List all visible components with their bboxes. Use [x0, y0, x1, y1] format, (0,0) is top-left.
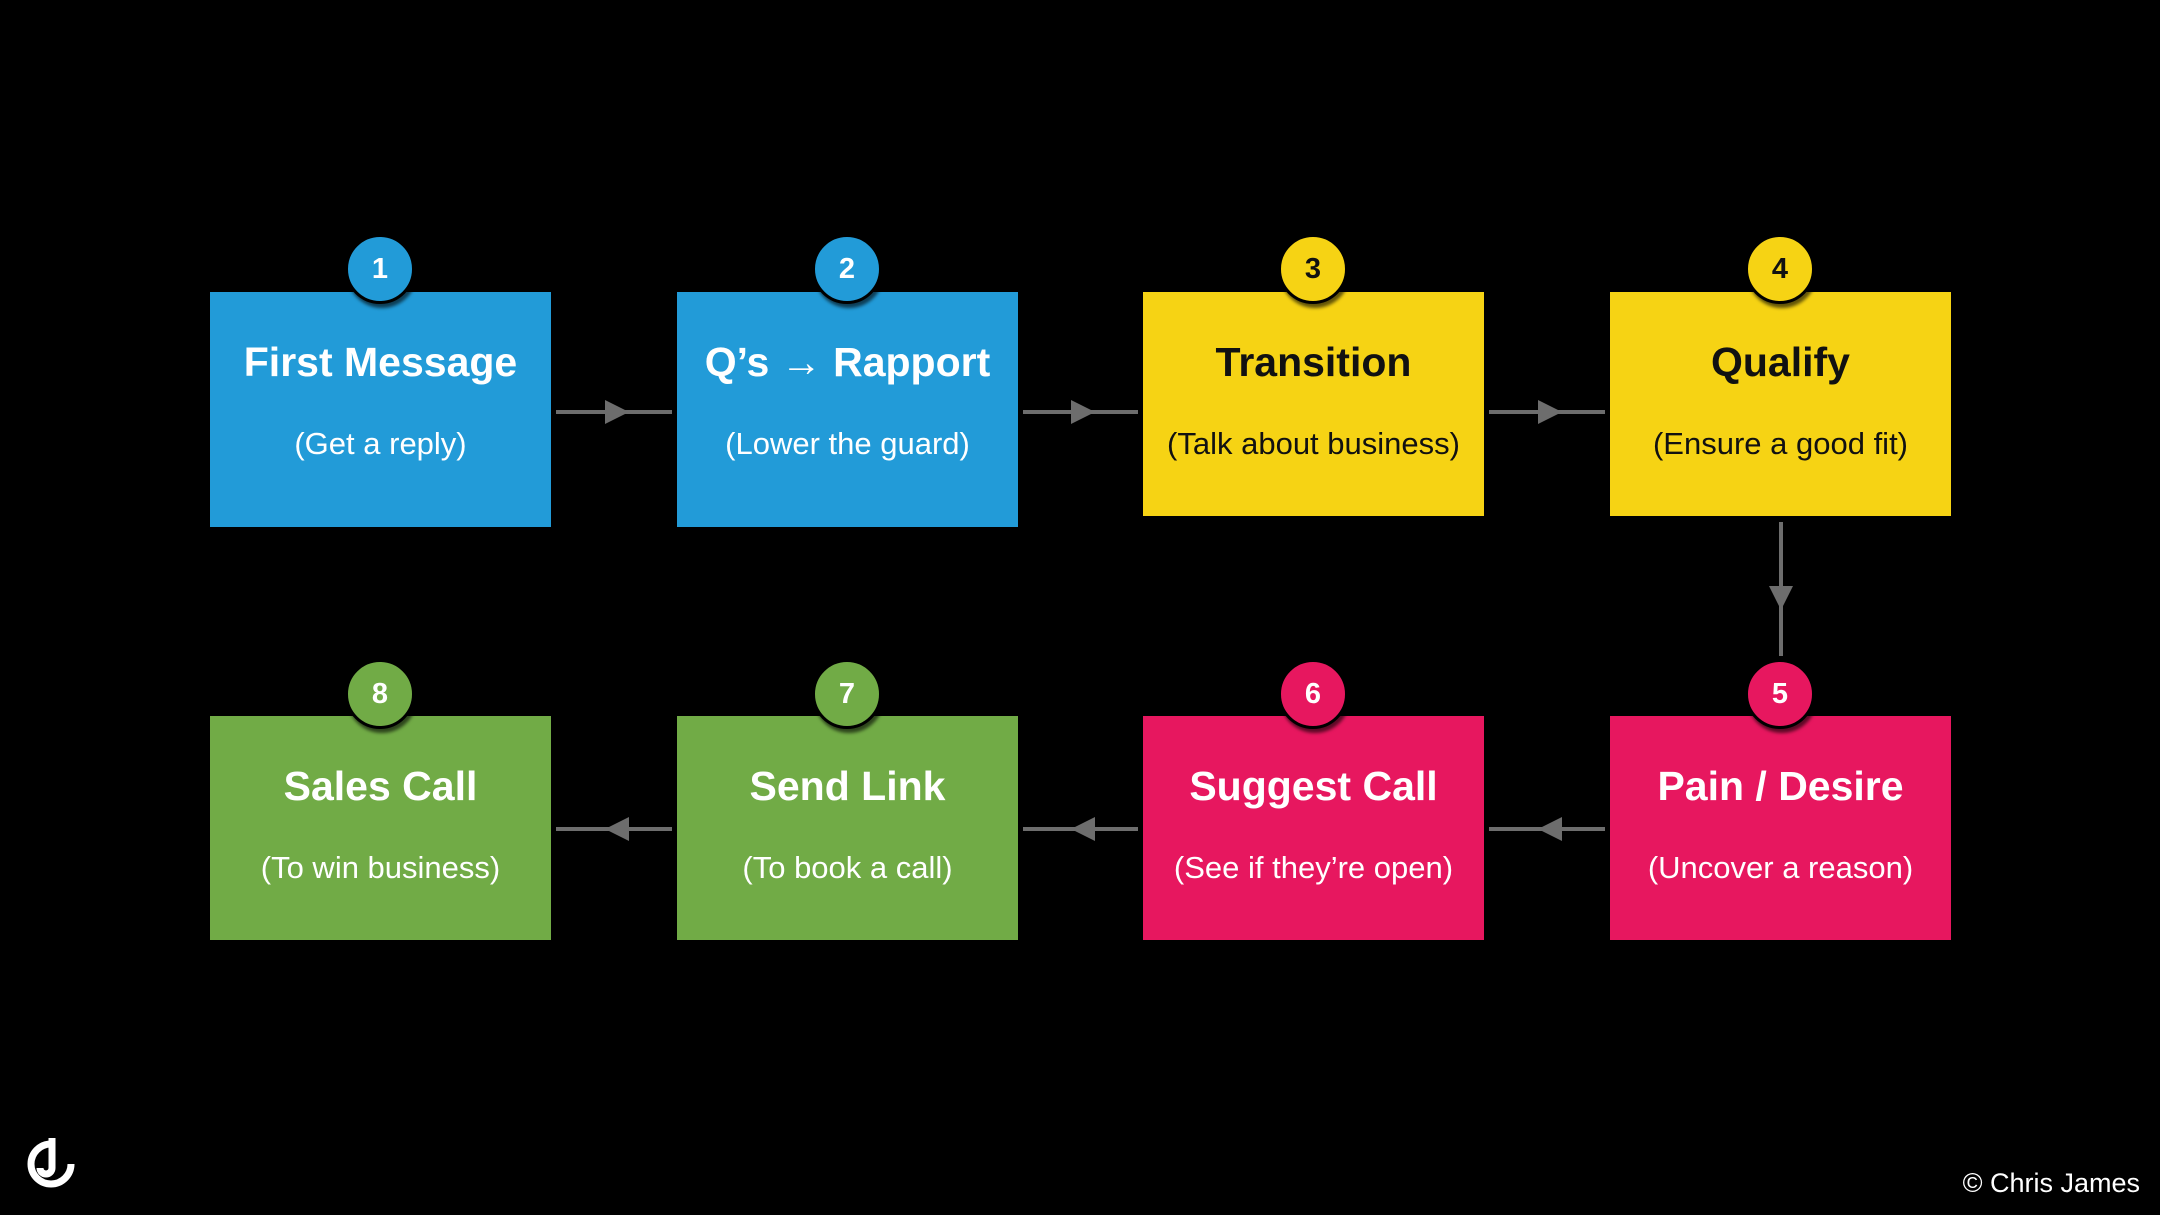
arrowhead-down-4 — [1769, 586, 1793, 610]
step-title: First Message — [243, 339, 518, 385]
step-subtitle: (To win business) — [260, 850, 501, 885]
step-title: Transition — [1215, 339, 1412, 385]
arrowhead-right-2 — [1071, 400, 1095, 424]
cj-logo-icon — [27, 1138, 75, 1188]
arrowhead-right-3 — [1538, 400, 1562, 424]
step-subtitle: (Lower the guard) — [725, 426, 970, 461]
step-badge-7: 7 — [812, 659, 882, 729]
step-card-8: Sales Call (To win business) — [210, 716, 551, 940]
step-subtitle: (Get a reply) — [294, 426, 467, 461]
step-title: Sales Call — [283, 763, 478, 809]
step-title: Q’s → Rapport — [704, 339, 991, 385]
step-badge-8: 8 — [345, 659, 415, 729]
step-title: Send Link — [749, 763, 946, 809]
step-card-4: Qualify (Ensure a good fit) — [1610, 292, 1951, 516]
arrowhead-left-6 — [1071, 817, 1095, 841]
step-badge-2: 2 — [812, 234, 882, 304]
step-title: Qualify — [1711, 339, 1850, 385]
arrowhead-left-5 — [1538, 817, 1562, 841]
arrowhead-right-1 — [605, 400, 629, 424]
step-title: Suggest Call — [1189, 763, 1438, 809]
step-subtitle: (Talk about business) — [1167, 426, 1460, 461]
step-subtitle: (Ensure a good fit) — [1652, 426, 1909, 461]
step-card-2: Q’s → Rapport (Lower the guard) — [677, 292, 1018, 527]
step-badge-6: 6 — [1278, 659, 1348, 729]
step-badge-1: 1 — [345, 234, 415, 304]
step-title: Pain / Desire — [1657, 763, 1904, 809]
step-card-3: Transition (Talk about business) — [1143, 292, 1484, 516]
step-badge-3: 3 — [1278, 234, 1348, 304]
step-subtitle: (See if they’re open) — [1173, 850, 1454, 885]
step-subtitle: (To book a call) — [742, 850, 953, 885]
step-card-6: Suggest Call (See if they’re open) — [1143, 716, 1484, 940]
step-card-1: First Message (Get a reply) — [210, 292, 551, 527]
step-badge-4: 4 — [1745, 234, 1815, 304]
step-card-7: Send Link (To book a call) — [677, 716, 1018, 940]
step-card-5: Pain / Desire (Uncover a reason) — [1610, 716, 1951, 940]
step-subtitle: (Uncover a reason) — [1647, 850, 1914, 885]
step-badge-5: 5 — [1745, 659, 1815, 729]
copyright-text: © Chris James — [1962, 1168, 2140, 1198]
arrowhead-left-7 — [605, 817, 629, 841]
